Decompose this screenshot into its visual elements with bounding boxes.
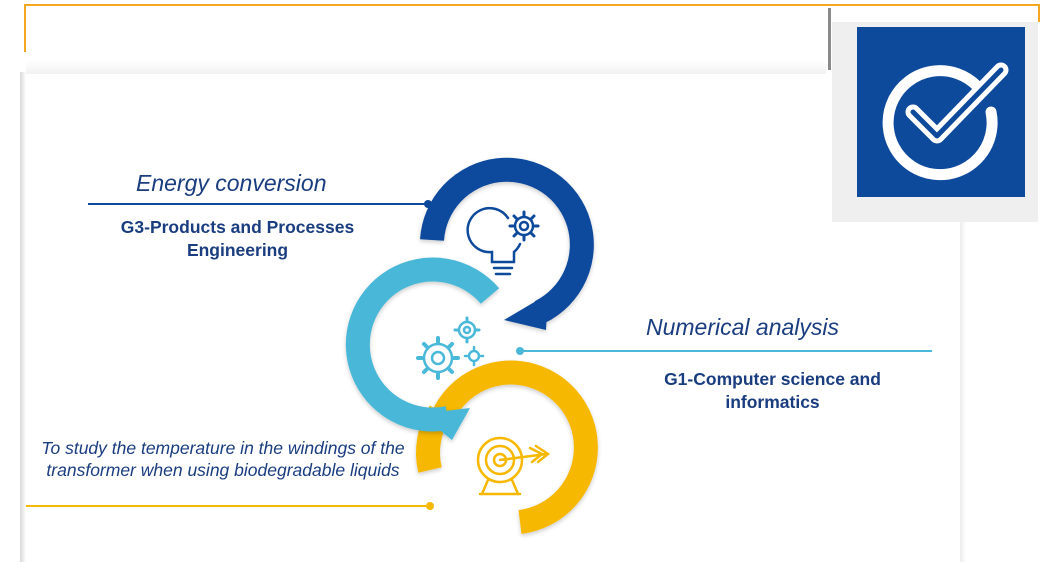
slide-right-shade	[960, 222, 966, 562]
frame-border-top	[24, 4, 1040, 6]
g1-group-label: G1-Computer science and informatics	[664, 369, 881, 412]
checkmark-badge	[857, 27, 1025, 197]
gears-ring	[345, 257, 500, 440]
slide-shadow	[20, 72, 26, 562]
gears-icon	[416, 316, 485, 380]
lightbulb-gears-icon	[466, 206, 540, 276]
study-connector-dot	[426, 502, 434, 510]
study-objective-text: To study the temperature in the windings…	[41, 438, 405, 480]
lightbulb-ring	[420, 157, 594, 330]
energy-conversion-title: Energy conversion	[136, 170, 327, 196]
numerical-analysis-title: Numerical analysis	[646, 314, 840, 340]
numerical-connector-dot	[516, 347, 524, 355]
frame-border-left	[24, 4, 26, 52]
target-arrow-icon	[476, 436, 551, 496]
frame-border-right	[1038, 4, 1040, 22]
slide-top-shade	[26, 60, 826, 74]
g3-group-label: G3-Products and Processes Engineering	[120, 217, 355, 260]
vertical-separator	[828, 8, 831, 70]
checkmark-icon	[882, 62, 1009, 181]
